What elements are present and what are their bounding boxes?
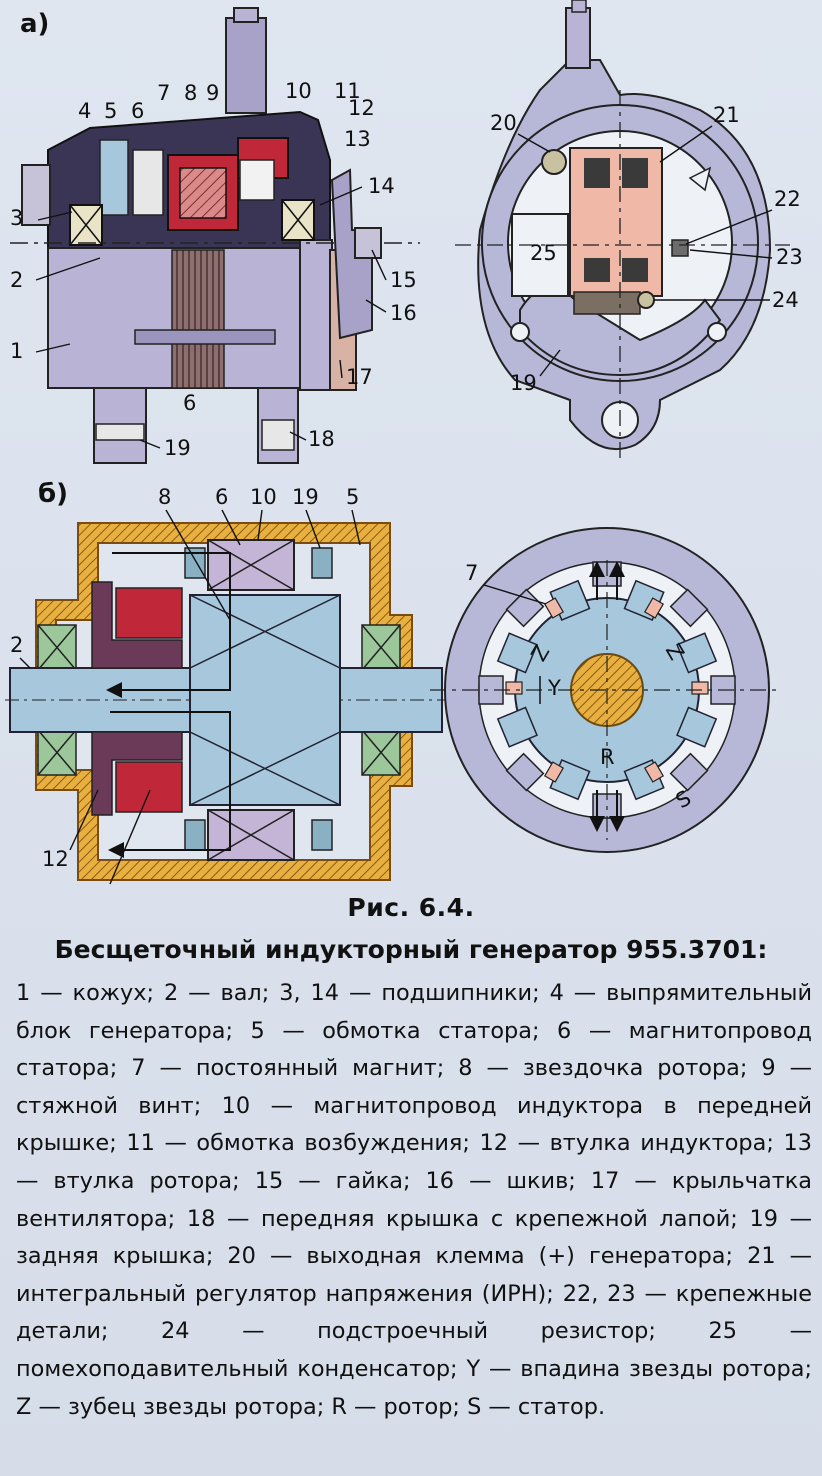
callout-8: 8 [184, 81, 197, 105]
label-R: R [600, 745, 615, 769]
callout-b-7: 7 [465, 561, 478, 585]
callout-6b: 6 [183, 391, 196, 415]
figure-legend: 1 — кожух; 2 — вал; 3, 14 — подшипники; … [16, 980, 812, 1420]
callout-13: 13 [344, 127, 371, 151]
callout-14: 14 [368, 174, 395, 198]
label-Y: Y [547, 676, 561, 700]
callout-b-5: 5 [346, 485, 359, 509]
callout-b-8: 8 [158, 485, 171, 509]
callout-25: 25 [530, 241, 557, 265]
callouts-b-left: 8 6 10 19 5 2 12 11 [10, 485, 361, 890]
figure-title: Бесщеточный индукторный генератор 955.37… [54, 935, 768, 964]
callout-10: 10 [285, 79, 312, 103]
callout-9: 9 [206, 81, 219, 105]
callout-20: 20 [490, 111, 517, 135]
callout-b-12: 12 [42, 847, 69, 871]
magnetic-circuit-diagram [5, 522, 448, 881]
generator-rear-view [455, 0, 790, 460]
callout-19r: 19 [510, 371, 537, 395]
callout-b-10: 10 [250, 485, 277, 509]
callout-23: 23 [776, 245, 803, 269]
callout-4: 4 [78, 99, 91, 123]
callouts-a-right: 20 21 22 23 24 25 19 [490, 103, 803, 395]
diagram-canvas: а) [5, 0, 803, 890]
rotor-stator-cross-section [430, 527, 780, 853]
voltage-regulator [569, 147, 663, 297]
callout-b-19: 19 [292, 485, 319, 509]
callout-18: 18 [308, 427, 335, 451]
callout-5: 5 [104, 99, 117, 123]
callout-b-6: 6 [215, 485, 228, 509]
callouts-a-left: 4 5 6 7 8 9 10 11 12 13 14 3 2 15 16 1 1… [10, 79, 417, 460]
callout-22: 22 [774, 187, 801, 211]
callout-1: 1 [10, 339, 23, 363]
callout-24: 24 [772, 288, 799, 312]
callout-2: 2 [10, 268, 23, 292]
callout-b-2: 2 [10, 633, 23, 657]
section-b-label: б) [38, 479, 68, 509]
callout-19: 19 [164, 436, 191, 460]
callout-17: 17 [346, 365, 373, 389]
section-a-label: а) [20, 9, 49, 39]
callout-b-11: 11 [95, 887, 122, 890]
callout-12: 12 [348, 96, 375, 120]
callout-16: 16 [390, 301, 417, 325]
callout-6: 6 [131, 99, 144, 123]
callout-21: 21 [713, 103, 740, 127]
callout-7: 7 [157, 81, 170, 105]
figure-number: Рис. 6.4. [347, 893, 475, 922]
callout-15: 15 [390, 268, 417, 292]
callout-11: 11 [334, 79, 361, 103]
callout-3: 3 [10, 206, 23, 230]
generator-side-view [10, 7, 420, 464]
